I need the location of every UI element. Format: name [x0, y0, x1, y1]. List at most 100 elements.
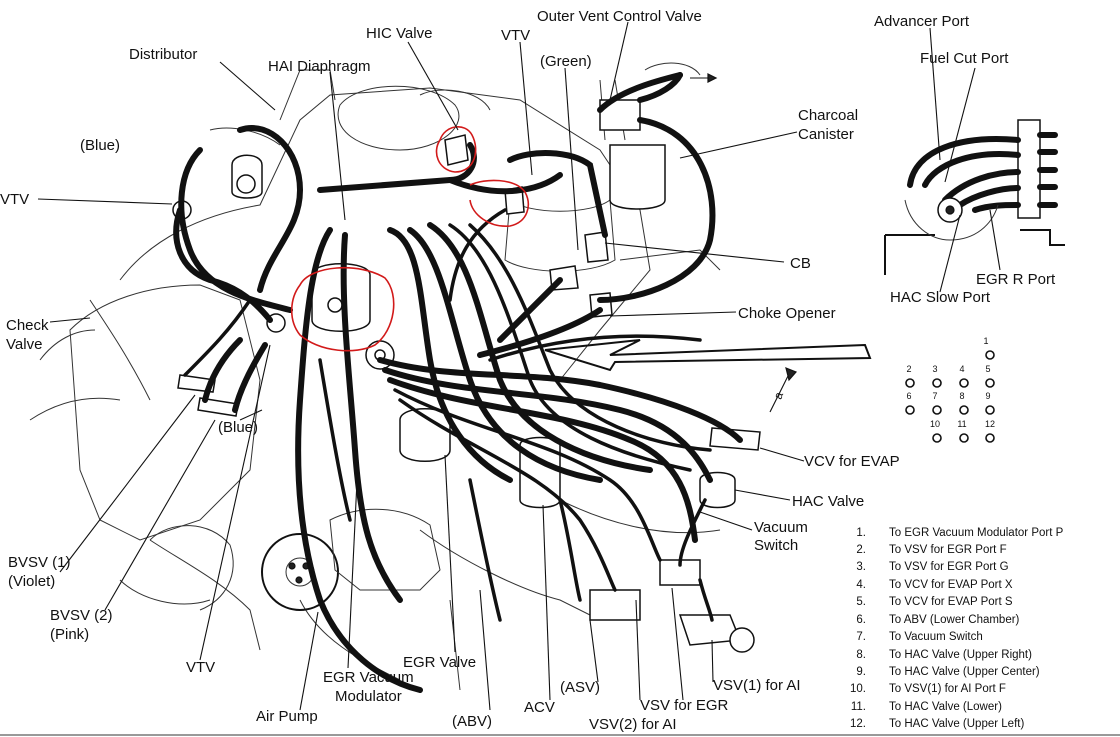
port-number-7: 7 [932, 391, 937, 401]
legend-text: To VCV for EVAP Port S [889, 596, 1013, 608]
port-number-9: 9 [985, 391, 990, 401]
label-bvsv2-line2: (Pink) [50, 626, 89, 643]
label-advancer-port: Advancer Port [874, 13, 970, 30]
port-dot-6 [905, 405, 915, 415]
legend-text: To VSV for EGR Port G [889, 561, 1009, 573]
label-outer-vent-control-valve: Outer Vent Control Valve [537, 8, 702, 25]
port-dot-3 [932, 378, 942, 388]
legend-text: To Vacuum Switch [889, 631, 983, 643]
legend-number: 1. [856, 527, 866, 539]
port-number-grid: 1 2 3 4 5 6 7 8 9 10 11 12 [905, 336, 995, 443]
vacuum-hoses [173, 72, 743, 693]
inset-labels: Advancer Port Fuel Cut Port EGR R Port H… [874, 13, 1056, 306]
port-dot-5 [985, 378, 995, 388]
label-egr-r-port: EGR R Port [976, 271, 1056, 288]
port-dot-1 [985, 350, 995, 360]
port-dot-12 [985, 433, 995, 443]
label-vtv-top: VTV [501, 27, 530, 44]
label-vtv-bottom: VTV [186, 659, 215, 676]
leader-lines [37, 21, 1001, 711]
legend-text: To HAC Valve (Upper Right) [889, 649, 1032, 661]
label-vsv2-for-ai: VSV(2) for AI [589, 716, 677, 733]
legend-item: 8. To HAC Valve (Upper Right) [856, 649, 1032, 661]
legend-number: 8. [856, 649, 866, 661]
label-bvsv2-line1: BVSV (2) [50, 607, 113, 624]
port-number-12: 12 [985, 419, 995, 429]
port-dot-7 [932, 405, 942, 415]
legend-number: 12. [850, 718, 866, 730]
port-dot-9 [985, 405, 995, 415]
port-inset-diagram [884, 119, 1065, 275]
legend-text: To VSV(1) for AI Port F [889, 683, 1006, 695]
label-vsv-for-egr: VSV for EGR [640, 697, 729, 714]
label-bvsv1-line1: BVSV (1) [8, 554, 71, 571]
legend-item: 7. To Vacuum Switch [856, 631, 982, 643]
legend-number: 3. [856, 561, 866, 573]
legend-text: To EGR Vacuum Modulator Port P [889, 527, 1064, 539]
legend-item: 11. To HAC Valve (Lower) [851, 701, 1002, 713]
label-hac-valve: HAC Valve [792, 493, 864, 510]
legend-number: 10. [850, 683, 866, 695]
label-abv: (ABV) [452, 713, 492, 730]
label-vtv-left: VTV [0, 191, 29, 208]
component-labels: HIC Valve Outer Vent Control Valve VTV D… [0, 8, 900, 733]
legend-text: To VCV for EVAP Port X [889, 579, 1013, 591]
legend-item: 5. To VCV for EVAP Port S [856, 596, 1012, 608]
legend-text: To ABV (Lower Chamber) [889, 614, 1020, 626]
label-charcoal-canister-line1: Charcoal [798, 107, 858, 124]
label-blue-top: (Blue) [80, 137, 120, 154]
red-annotation-marks [290, 126, 529, 352]
engine-drawing [29, 62, 872, 691]
legend-item: 1. To EGR Vacuum Modulator Port P [856, 527, 1063, 539]
port-number-2: 2 [906, 364, 911, 374]
label-bvsv1-line2: (Violet) [8, 573, 55, 590]
label-distributor: Distributor [129, 46, 197, 63]
port-dot-2 [905, 378, 915, 388]
label-hic-valve: HIC Valve [366, 25, 432, 42]
label-check-valve-line1: Check [6, 317, 49, 334]
label-vcv-for-evap: VCV for EVAP [804, 453, 900, 470]
legend-item: 9. To HAC Valve (Upper Center) [856, 666, 1039, 678]
label-charcoal-canister-line2: Canister [798, 126, 854, 143]
port-dot-10 [932, 433, 942, 443]
port-number-4: 4 [959, 364, 964, 374]
label-hai-diaphragm: HAI Diaphragm [268, 58, 371, 75]
label-egr-valve: EGR Valve [403, 654, 476, 671]
legend-text: To HAC Valve (Lower) [889, 701, 1002, 713]
port-number-1: 1 [983, 336, 988, 346]
legend-item: 2. To VSV for EGR Port F [856, 544, 1006, 556]
legend-number: 11. [851, 701, 866, 713]
port-number-3: 3 [932, 364, 937, 374]
label-arrow-mark: a [771, 390, 787, 401]
legend-item: 10. To VSV(1) for AI Port F [850, 683, 1006, 695]
legend-number: 7. [856, 631, 866, 643]
legend-text: To HAC Valve (Upper Center) [889, 666, 1040, 678]
legend-number: 5. [856, 596, 866, 608]
legend-number: 9. [856, 666, 866, 678]
label-asv: (ASV) [560, 679, 600, 696]
port-dot-4 [959, 378, 969, 388]
legend-item: 3. To VSV for EGR Port G [856, 561, 1008, 573]
legend-item: 4. To VCV for EVAP Port X [856, 579, 1012, 591]
label-acv: ACV [524, 699, 555, 716]
label-egr-vacuum-modulator-line1: EGR Vacuum [323, 669, 414, 686]
label-cb: CB [790, 255, 811, 272]
legend-text: To VSV for EGR Port F [889, 544, 1007, 556]
legend-item: 6. To ABV (Lower Chamber) [856, 614, 1019, 626]
label-vsv1-for-ai: VSV(1) for AI [713, 677, 801, 694]
label-vacuum-switch-line2: Switch [754, 537, 798, 554]
port-number-10: 10 [930, 419, 940, 429]
label-air-pump: Air Pump [256, 708, 318, 725]
label-green: (Green) [540, 53, 592, 70]
port-number-8: 8 [959, 391, 964, 401]
port-dot-11 [959, 433, 969, 443]
port-dot-8 [959, 405, 969, 415]
label-fuel-cut-port: Fuel Cut Port [920, 50, 1009, 67]
label-hac-slow-port: HAC Slow Port [890, 289, 991, 306]
label-blue-lower: (Blue) [218, 419, 258, 436]
legend-item: 12. To HAC Valve (Upper Left) [850, 718, 1024, 730]
legend-number: 4. [856, 579, 866, 591]
label-check-valve-line2: Valve [6, 336, 42, 353]
label-choke-opener: Choke Opener [738, 305, 836, 322]
